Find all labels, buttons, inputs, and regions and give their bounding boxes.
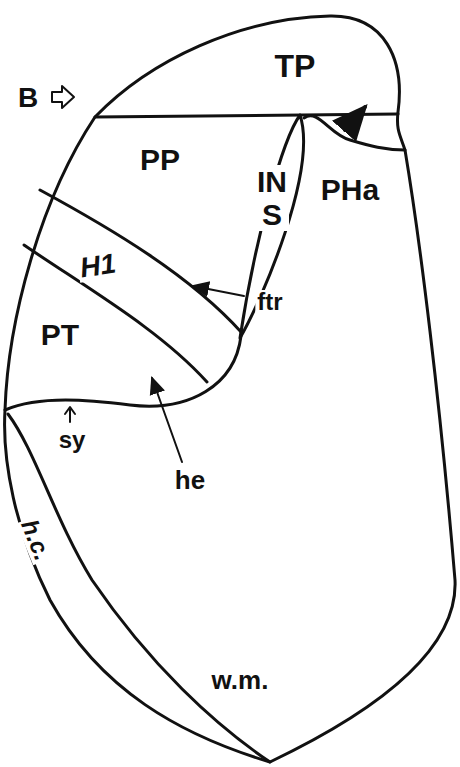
region-label: H1 [76,249,119,282]
section-label: B [16,84,40,112]
region-label: PP [138,145,182,175]
region-label: INS [255,165,289,231]
region-label: PT [39,320,81,350]
region-label: h.c. [16,514,55,565]
region-label: PHa [319,175,381,205]
leader-label: ftr [255,290,284,314]
region-label: w.m. [210,667,271,693]
region-label: TP [273,50,318,82]
arrow-label: sy [57,428,88,452]
leader-label: he [173,467,207,493]
